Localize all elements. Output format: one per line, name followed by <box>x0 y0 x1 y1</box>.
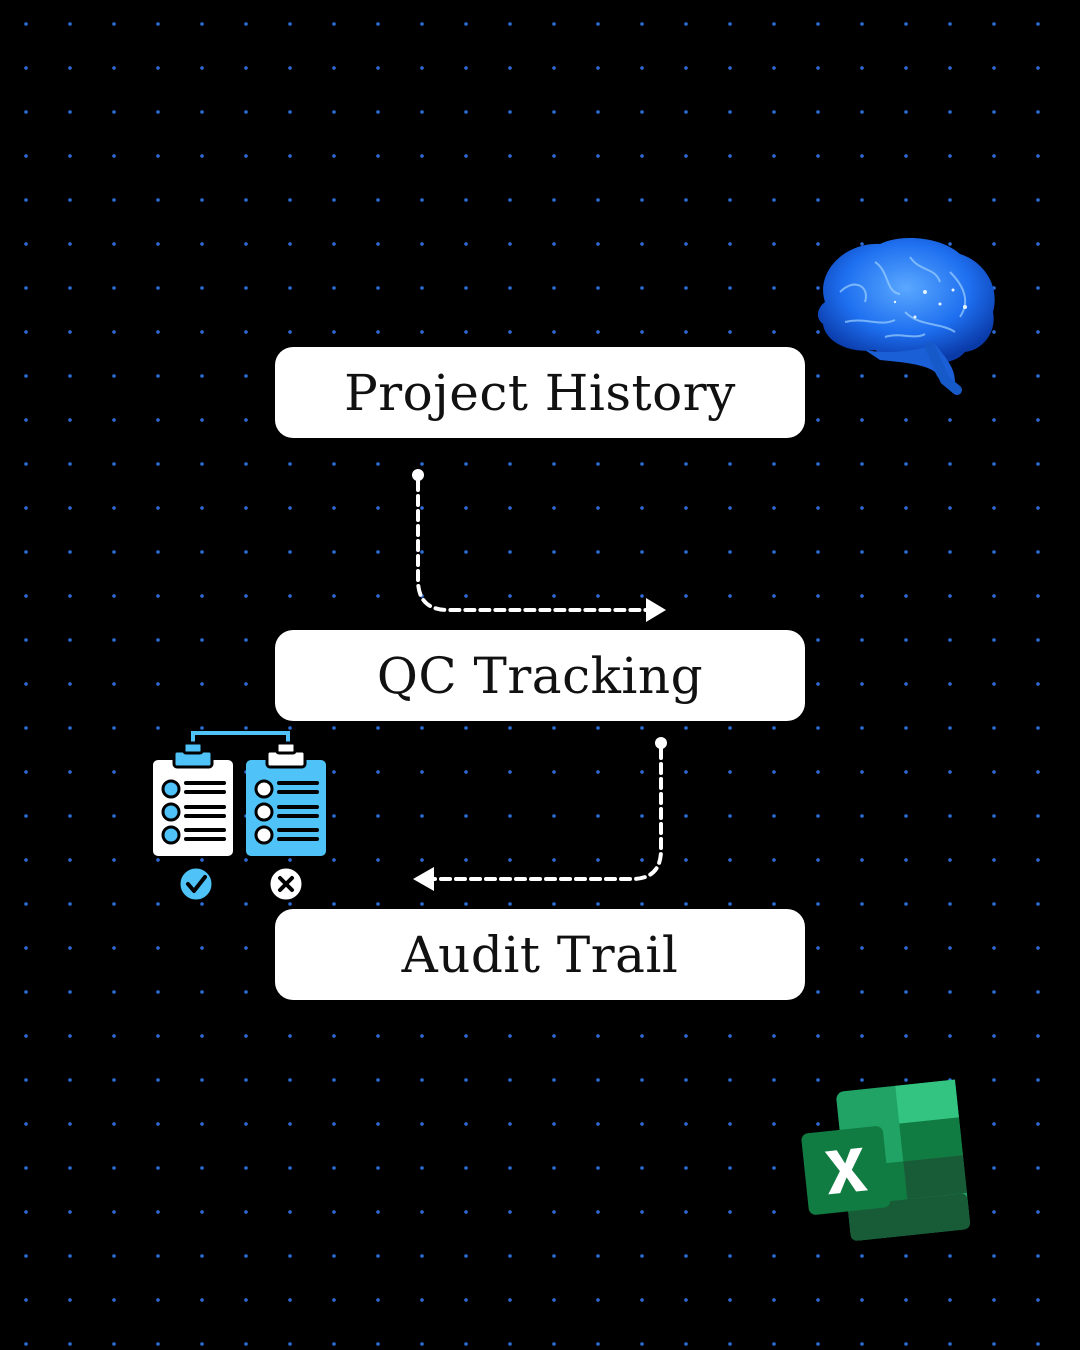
node-qc-tracking[interactable]: QC Tracking <box>275 630 805 721</box>
checklist-approval-icon <box>153 731 326 903</box>
node-label: Audit Trail <box>401 925 679 984</box>
node-label: QC Tracking <box>376 646 704 705</box>
node-label: Project History <box>344 363 736 422</box>
node-audit-trail[interactable]: Audit Trail <box>275 909 805 1000</box>
node-project-history[interactable]: Project History <box>275 347 805 438</box>
connector-project-history-to-qc-tracking <box>412 469 666 622</box>
brain-icon <box>817 238 995 395</box>
connector-qc-tracking-to-audit-trail <box>413 737 667 891</box>
excel-icon <box>801 1079 971 1241</box>
